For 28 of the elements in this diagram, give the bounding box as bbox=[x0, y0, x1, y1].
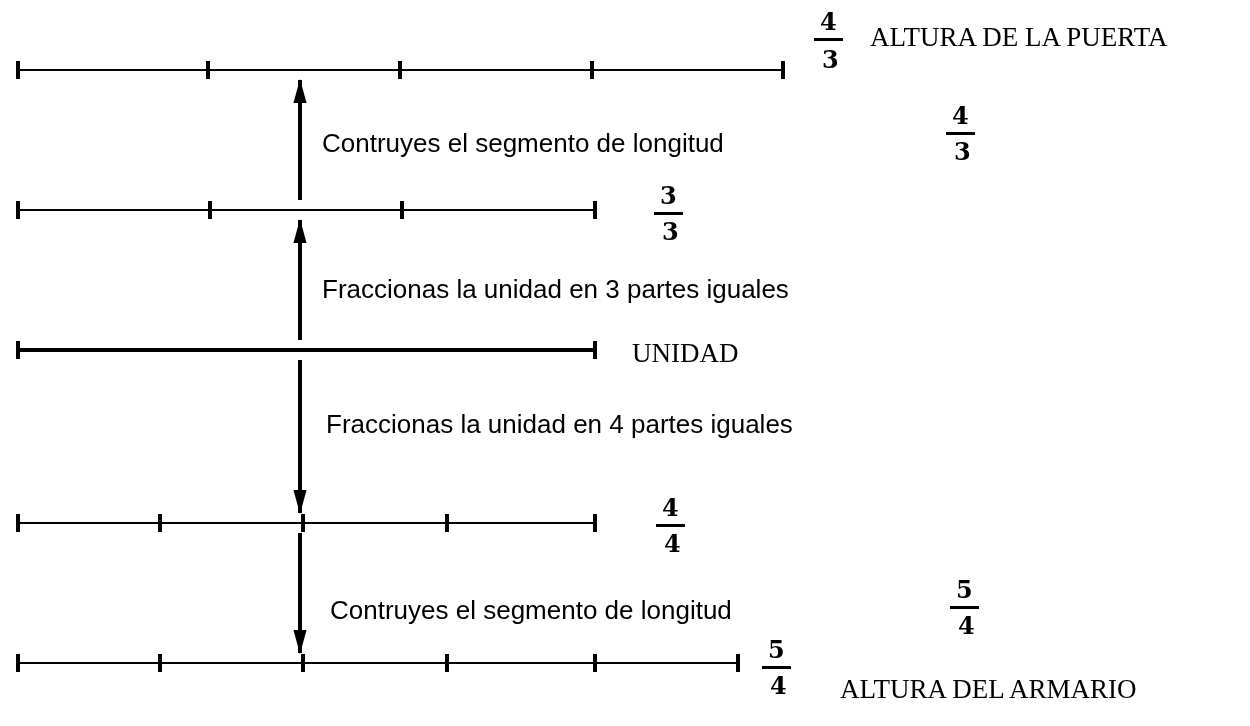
fraction-denominator: 3 bbox=[661, 220, 680, 244]
fraction-numerator: 4 bbox=[814, 10, 843, 41]
fraction-numerator: 3 bbox=[654, 184, 683, 215]
segment-caption: ALTURA DE LA PUERTA bbox=[870, 24, 1168, 51]
fraction-numerator: 5 bbox=[762, 638, 791, 669]
tick-segment bbox=[16, 513, 597, 533]
edge-label: Contruyes el segmento de longitud bbox=[322, 130, 724, 156]
tick-segment bbox=[16, 340, 597, 360]
segment-caption: UNIDAD bbox=[632, 340, 739, 367]
segment-caption: ALTURA DEL ARMARIO bbox=[840, 676, 1137, 703]
fraction-numerator: 4 bbox=[946, 104, 975, 135]
tick-segment bbox=[16, 200, 597, 220]
edge-label: Fraccionas la unidad en 4 partes iguales bbox=[326, 411, 793, 437]
tick-segment bbox=[16, 653, 740, 673]
fraction-numerator: 4 bbox=[656, 496, 685, 527]
fraction-denominator: 3 bbox=[821, 48, 840, 72]
fraction-denominator: 4 bbox=[769, 674, 788, 698]
arrow bbox=[293, 218, 307, 340]
fraction-denominator: 4 bbox=[957, 614, 976, 638]
arrow bbox=[293, 533, 307, 655]
edge-label: Fraccionas la unidad en 3 partes iguales bbox=[322, 276, 789, 302]
fraction-denominator: 3 bbox=[953, 140, 972, 164]
arrow bbox=[293, 78, 307, 200]
arrow bbox=[293, 360, 307, 515]
tick-segment bbox=[16, 60, 785, 80]
edge-label: Contruyes el segmento de longitud bbox=[330, 597, 732, 623]
fraction-numerator: 5 bbox=[950, 578, 979, 609]
fraction-denominator: 4 bbox=[663, 532, 682, 556]
